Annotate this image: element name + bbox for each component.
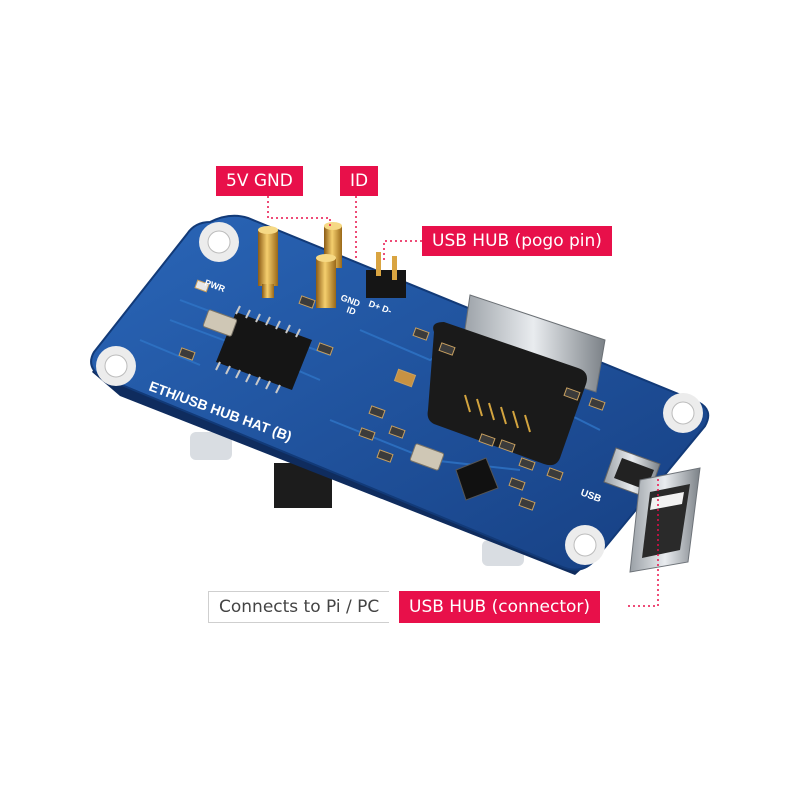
callout-5v-gnd: 5V GND (216, 166, 303, 196)
pogo-pin-id (316, 254, 336, 308)
eth-controller-ic (455, 457, 499, 501)
board (90, 214, 710, 571)
leader-lines (267, 196, 659, 607)
smd-components (178, 279, 606, 511)
callout-id: ID (340, 166, 379, 196)
usb-a-connector (629, 467, 701, 573)
dplus-dminus-header (366, 252, 406, 298)
ethernet-jack (427, 294, 606, 466)
crystal-2 (409, 443, 445, 471)
callout-connects-to: Connects to Pi / PC (208, 591, 390, 623)
hub-ic (215, 305, 312, 394)
silk-id: ID (345, 304, 357, 317)
crystal (202, 309, 238, 337)
callout-usb-hub-connector: USB HUB (connector) (399, 591, 601, 623)
mounting-holes (96, 222, 703, 565)
callout-usb-hub-pogo: USB HUB (pogo pin) (422, 226, 612, 256)
pogo-pin-5v (258, 226, 278, 298)
